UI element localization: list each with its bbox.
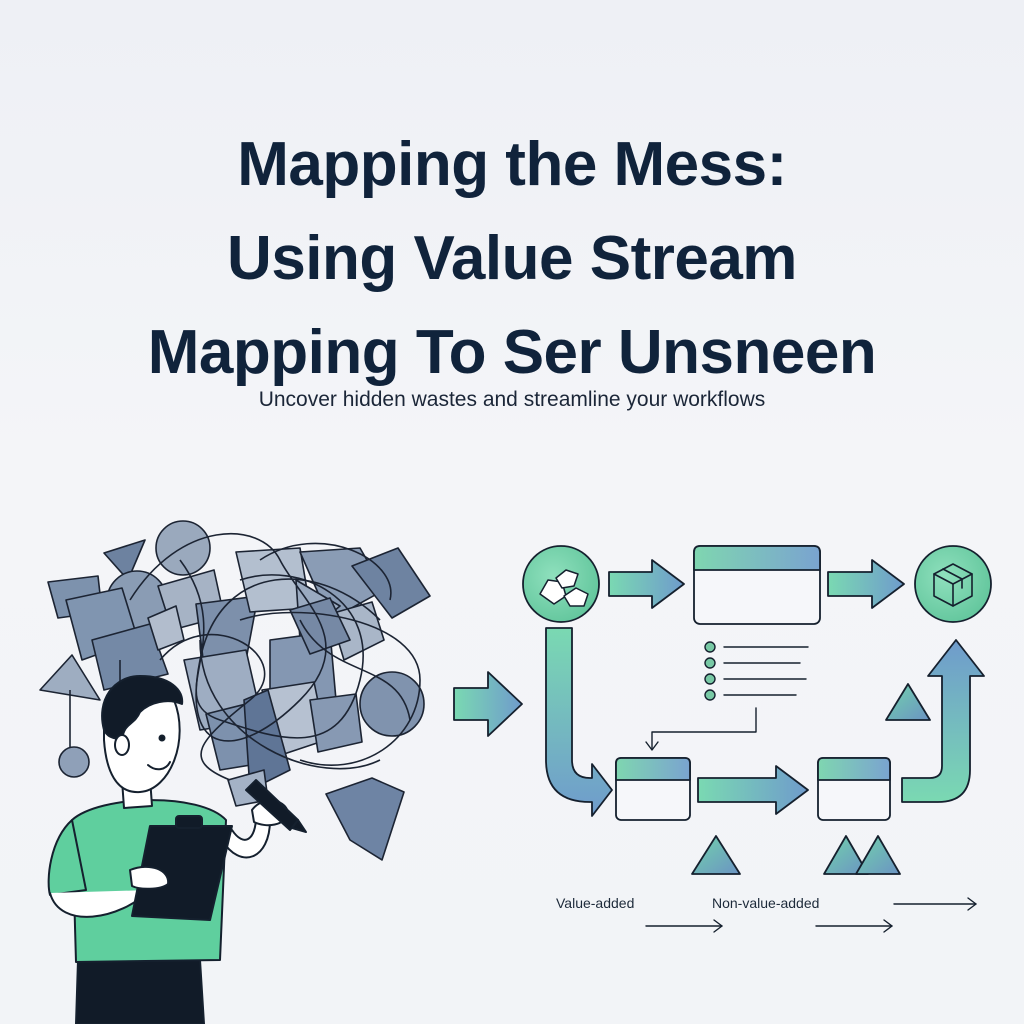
messy-shapes-cluster bbox=[39, 520, 431, 861]
waste-triangle-icon bbox=[855, 835, 901, 875]
legend-arrows bbox=[645, 897, 977, 933]
end-node bbox=[914, 545, 992, 623]
tangle-line bbox=[259, 542, 392, 601]
transition-arrow bbox=[453, 671, 523, 737]
tangle-line bbox=[159, 633, 266, 781]
checklist bbox=[704, 641, 809, 701]
mess-shape bbox=[351, 547, 431, 619]
value-stream-map bbox=[522, 545, 992, 933]
legend-arrowhead bbox=[883, 919, 893, 933]
arrow-start-to-process bbox=[608, 559, 685, 609]
checklist-bullet bbox=[704, 673, 716, 685]
tangled-lines bbox=[69, 532, 421, 781]
checklist-bullet bbox=[704, 689, 716, 701]
process-box-top bbox=[693, 545, 821, 625]
person-ear bbox=[114, 734, 130, 756]
title-line-1: Mapping the Mess: bbox=[237, 130, 787, 199]
arrow-up-to-end bbox=[901, 639, 985, 803]
checklist-bullet bbox=[704, 641, 716, 653]
mess-shape bbox=[325, 777, 405, 861]
person-pants bbox=[75, 959, 205, 1024]
checklist-bullet bbox=[704, 657, 716, 669]
mess-shape bbox=[359, 671, 425, 737]
mess-shape bbox=[329, 601, 385, 661]
blocks-icon bbox=[539, 569, 589, 607]
page-subtitle: Uncover hidden wastes and streamline you… bbox=[258, 388, 766, 411]
legend-value-added-label: Value-added bbox=[556, 895, 635, 911]
person-eye bbox=[158, 734, 166, 742]
tangle-line bbox=[299, 619, 411, 721]
mess-shape bbox=[91, 623, 169, 691]
pen bbox=[245, 779, 307, 833]
title-line-2: Using Value Stream bbox=[227, 224, 797, 293]
process-box-header bbox=[817, 757, 891, 781]
arrow-start-down bbox=[545, 627, 613, 817]
person-illustration bbox=[47, 675, 307, 1024]
tangle-line bbox=[239, 611, 421, 766]
person-mouth bbox=[147, 761, 171, 771]
process-box-header bbox=[615, 757, 691, 781]
process-box-header bbox=[693, 545, 821, 571]
mess-shape bbox=[243, 689, 291, 791]
waste-triangle-icon bbox=[885, 683, 931, 721]
process-box-lower-left bbox=[615, 757, 691, 821]
title-line-3: Mapping To Ser Unsneen bbox=[147, 318, 877, 387]
arrow-lower-process bbox=[697, 765, 809, 815]
person-left-hand bbox=[129, 865, 170, 890]
mess-shape bbox=[103, 539, 146, 581]
pen-tip bbox=[291, 819, 307, 833]
start-node bbox=[522, 545, 600, 623]
mess-shape bbox=[58, 746, 90, 778]
mess-shape bbox=[309, 693, 363, 753]
clipboard-clip bbox=[175, 815, 203, 829]
arrow-process-to-end bbox=[827, 559, 905, 609]
waste-triangle-icon bbox=[691, 835, 741, 875]
tangle-line bbox=[199, 639, 381, 770]
info-connector-arrow bbox=[651, 707, 757, 749]
package-box-icon bbox=[933, 563, 973, 607]
info-connector-arrowhead bbox=[645, 741, 659, 751]
waste-triangle-icon bbox=[823, 835, 869, 875]
legend-arrowhead bbox=[967, 897, 977, 911]
page-title: Mapping the Mess: Using Value Stream Map… bbox=[40, 118, 984, 400]
legend-arrowhead bbox=[713, 919, 723, 933]
legend-non-value-added-label: Non-value-added bbox=[712, 895, 820, 911]
tangle-line bbox=[129, 532, 381, 742]
process-box-lower-right bbox=[817, 757, 891, 821]
